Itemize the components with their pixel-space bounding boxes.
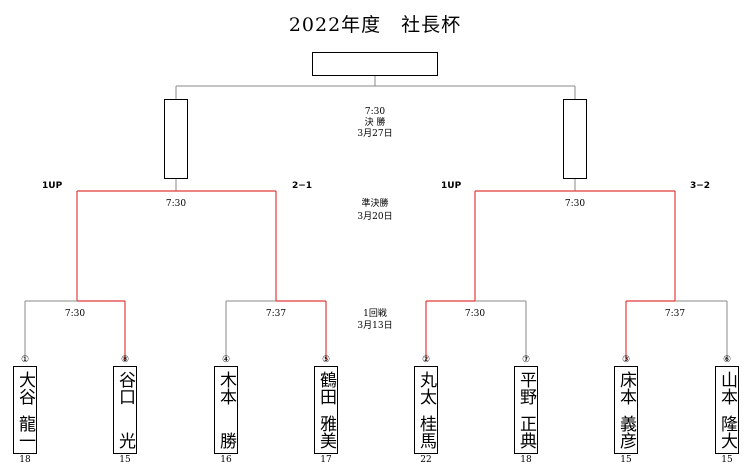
first-round-name: 1回戦: [363, 309, 387, 319]
player-seed: ⑤: [321, 355, 331, 365]
player-name-line2: 龍一: [15, 415, 35, 449]
match-2-time: 7:37: [265, 309, 287, 319]
final-time: 7:30: [364, 107, 386, 117]
page-title: 2022年度 社長杯: [288, 14, 462, 36]
player-name-line1: 木本: [216, 371, 236, 405]
champion-box: [312, 52, 438, 76]
player-number: 15: [721, 455, 733, 465]
player-seed: ③: [621, 355, 631, 365]
player-name-line2: 正典: [516, 415, 536, 449]
player-name-box: 木本勝: [214, 366, 238, 454]
player-number: 15: [620, 455, 632, 465]
player-name-line2: 隆大: [717, 415, 737, 449]
player-name-line1: 大谷: [15, 371, 35, 405]
player-name-line2: 光: [115, 432, 135, 449]
finalist-box-left: [164, 99, 188, 179]
player-name-box: 鶴田雅美: [314, 366, 338, 454]
player-name-line1: 平野: [516, 371, 536, 405]
player-name-box: 床本義彦: [614, 366, 638, 454]
player-name-line1: 丸太: [416, 371, 436, 405]
semi-right-time: 7:30: [564, 199, 586, 209]
player-seed: ⑦: [521, 355, 531, 365]
player-name-line2: 勝: [216, 432, 236, 449]
player-number: 15: [119, 455, 131, 465]
semi-right-score-left: 1UP: [441, 181, 462, 191]
player-number: 16: [220, 455, 232, 465]
match-3-time: 7:30: [464, 309, 486, 319]
player-name-line1: 床本: [616, 371, 636, 405]
semi-date: 3月20日: [357, 212, 393, 222]
player-number: 18: [520, 455, 532, 465]
semi-right-score-right: 3−2: [690, 181, 711, 191]
semi-round-name: 準決勝: [361, 199, 389, 209]
player-number: 18: [19, 455, 31, 465]
player-name-box: 山本隆大: [715, 366, 739, 454]
player-number: 17: [320, 455, 332, 465]
player-seed: ⑥: [722, 355, 732, 365]
final-round-name: 決 勝: [364, 118, 386, 128]
semi-left-time: 7:30: [165, 199, 187, 209]
player-seed: ④: [221, 355, 231, 365]
match-4-time: 7:37: [664, 309, 686, 319]
semi-left-score-right: 2−1: [292, 181, 313, 191]
player-name-box: 丸太桂馬: [414, 366, 438, 454]
player-seed: ②: [421, 355, 431, 365]
player-name-line2: 義彦: [616, 415, 636, 449]
player-name-box: 大谷龍一: [13, 366, 37, 454]
player-name-line2: 桂馬: [416, 415, 436, 449]
player-name-box: 平野正典: [514, 366, 538, 454]
match-1-time: 7:30: [64, 309, 86, 319]
player-name-line1: 鶴田: [316, 371, 336, 405]
player-seed: ⑧: [120, 355, 130, 365]
player-name-line2: 雅美: [316, 415, 336, 449]
semi-left-score-left: 1UP: [42, 181, 63, 191]
player-name-line1: 山本: [717, 371, 737, 405]
finalist-box-right: [563, 99, 587, 179]
player-name-line1: 谷口: [115, 371, 135, 405]
player-name-box: 谷口光: [113, 366, 137, 454]
player-seed: ①: [20, 355, 30, 365]
first-round-date: 3月13日: [357, 321, 393, 331]
player-number: 22: [420, 455, 432, 465]
final-date: 3月27日: [357, 129, 393, 139]
